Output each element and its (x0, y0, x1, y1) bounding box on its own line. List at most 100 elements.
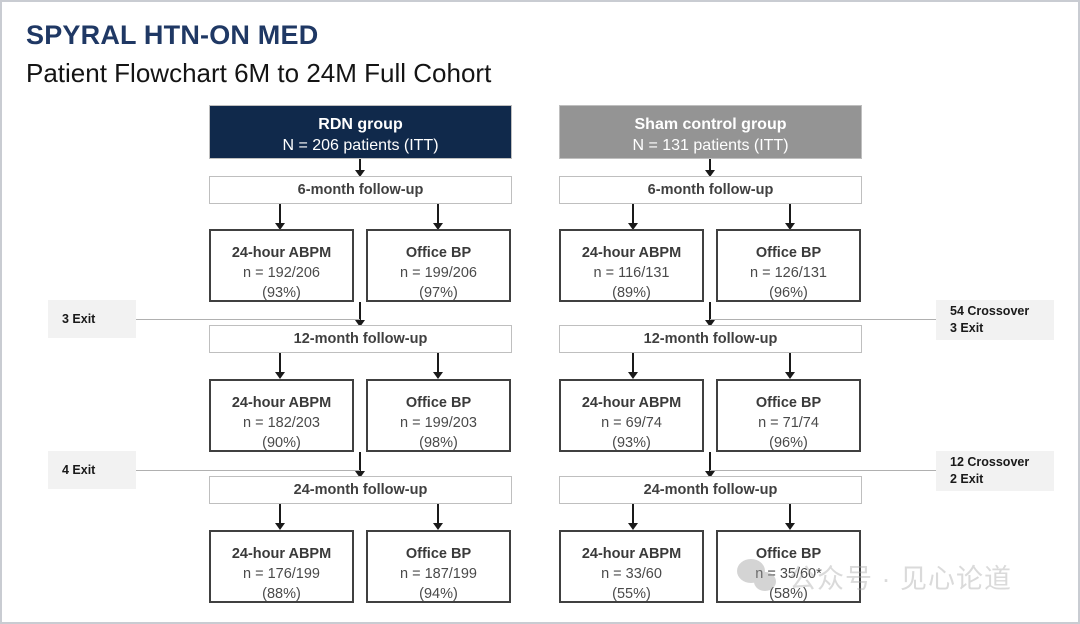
data-box-rdn-6m-office: Office BP n = 199/206 (97%) (366, 229, 511, 302)
connector-line (359, 302, 361, 324)
data-box-title: Office BP (405, 245, 472, 261)
data-box-pct: (89%) (612, 285, 651, 301)
group-n-rdn: N = 206 patients (ITT) (282, 137, 439, 154)
connector-arrow (355, 471, 365, 478)
data-box-title: Office BP (405, 546, 472, 562)
connector-line (359, 159, 361, 173)
page-subtitle: Patient Flowchart 6M to 24M Full Cohort (26, 58, 492, 88)
data-box-title: 24-hour ABPM (231, 395, 332, 411)
data-box-sham-6m-office: Office BP n = 126/131 (96%) (716, 229, 861, 302)
data-box-n: n = 69/74 (601, 415, 662, 431)
crossover-connector-line (710, 319, 937, 320)
data-box-title: 24-hour ABPM (581, 546, 682, 562)
data-box-n: n = 187/199 (399, 566, 477, 582)
data-box-n: n = 199/206 (399, 265, 477, 281)
data-box-rdn-6m-abpm: 24-hour ABPM n = 192/206 (93%) (209, 229, 354, 302)
data-box-sham-6m-abpm: 24-hour ABPM n = 116/131 (89%) (559, 229, 704, 302)
note-line: 3 Exit (62, 311, 96, 326)
data-box-pct: (55%) (612, 586, 651, 602)
connector-line (789, 353, 791, 375)
crossover-connector-line (710, 470, 937, 471)
connector-arrow (433, 523, 443, 530)
group-name-sham: Sham control group (634, 116, 787, 133)
connector-arrow (628, 223, 638, 230)
data-box-pct: (97%) (419, 285, 458, 301)
followup-bar-rdn-12m: 12-month follow-up (209, 325, 512, 353)
exit-connector-line (134, 319, 360, 320)
connector-arrow (785, 223, 795, 230)
connector-arrow (275, 372, 285, 379)
data-box-pct: (96%) (769, 285, 808, 301)
data-box-sham-24m-office: Office BP n = 35/60* (58%) (716, 530, 861, 603)
followup-bar-sham-12m: 12-month follow-up (559, 325, 862, 353)
connector-arrow (705, 320, 715, 327)
data-box-pct: (98%) (419, 435, 458, 451)
connector-arrow (433, 372, 443, 379)
connector-line (279, 204, 281, 226)
data-box-n: n = 71/74 (758, 415, 819, 431)
connector-line (279, 504, 281, 526)
data-box-title: Office BP (755, 546, 822, 562)
data-box-sham-12m-office: Office BP n = 71/74 (96%) (716, 379, 861, 452)
page-title: SPYRAL HTN-ON MED (26, 20, 319, 50)
note-rdn-exit-6to12: 3 Exit (48, 300, 136, 338)
data-box-pct: (93%) (262, 285, 301, 301)
data-box-pct: (90%) (262, 435, 301, 451)
group-header-rdn: RDN group N = 206 patients (ITT) (209, 105, 512, 159)
connector-line (279, 353, 281, 375)
data-box-pct: (94%) (419, 586, 458, 602)
note-sham-crossover-6to12: 54 Crossover 3 Exit (936, 300, 1054, 340)
data-box-n: n = 192/206 (242, 265, 320, 281)
data-box-pct: (58%) (769, 586, 808, 602)
data-box-title: 24-hour ABPM (581, 245, 682, 261)
group-n-sham: N = 131 patients (ITT) (632, 137, 789, 154)
data-box-sham-24m-abpm: 24-hour ABPM n = 33/60 (55%) (559, 530, 704, 603)
data-box-pct: (96%) (769, 435, 808, 451)
group-header-sham: Sham control group N = 131 patients (ITT… (559, 105, 862, 159)
connector-arrow (628, 523, 638, 530)
connector-arrow (628, 372, 638, 379)
connector-arrow (275, 523, 285, 530)
connector-arrow (275, 223, 285, 230)
data-box-rdn-24m-office: Office BP n = 187/199 (94%) (366, 530, 511, 603)
connector-line (632, 504, 634, 526)
exit-connector-line (134, 470, 360, 471)
connector-arrow (355, 170, 365, 177)
data-box-n: n = 199/203 (399, 415, 477, 431)
connector-line (437, 204, 439, 226)
connector-line (359, 452, 361, 474)
connector-line (709, 302, 711, 324)
note-line: 12 Crossover (950, 455, 1030, 469)
data-box-rdn-12m-office: Office BP n = 199/203 (98%) (366, 379, 511, 452)
note-line: 4 Exit (62, 462, 96, 477)
note-line: 3 Exit (950, 321, 984, 335)
connector-arrow (433, 223, 443, 230)
data-box-pct: (88%) (262, 586, 301, 602)
data-box-n: n = 35/60* (755, 566, 822, 582)
note-sham-crossover-12to24: 12 Crossover 2 Exit (936, 451, 1054, 491)
data-box-title: Office BP (755, 245, 822, 261)
connector-line (789, 504, 791, 526)
connector-arrow (705, 471, 715, 478)
connector-line (632, 353, 634, 375)
data-box-n: n = 33/60 (601, 566, 662, 582)
connector-line (437, 353, 439, 375)
note-line: 2 Exit (950, 472, 984, 486)
connector-line (789, 204, 791, 226)
data-box-title: Office BP (755, 395, 822, 411)
followup-bar-sham-24m: 24-month follow-up (559, 476, 862, 504)
data-box-n: n = 116/131 (593, 265, 670, 281)
connector-arrow (785, 523, 795, 530)
data-box-title: 24-hour ABPM (581, 395, 682, 411)
note-line: 54 Crossover (950, 304, 1030, 318)
data-box-title: Office BP (405, 395, 472, 411)
data-box-sham-12m-abpm: 24-hour ABPM n = 69/74 (93%) (559, 379, 704, 452)
data-box-pct: (93%) (612, 435, 651, 451)
connector-arrow (705, 170, 715, 177)
data-box-title: 24-hour ABPM (231, 546, 332, 562)
note-rdn-exit-12to24: 4 Exit (48, 451, 136, 489)
data-box-title: 24-hour ABPM (231, 245, 332, 261)
connector-line (437, 504, 439, 526)
connector-line (709, 452, 711, 474)
